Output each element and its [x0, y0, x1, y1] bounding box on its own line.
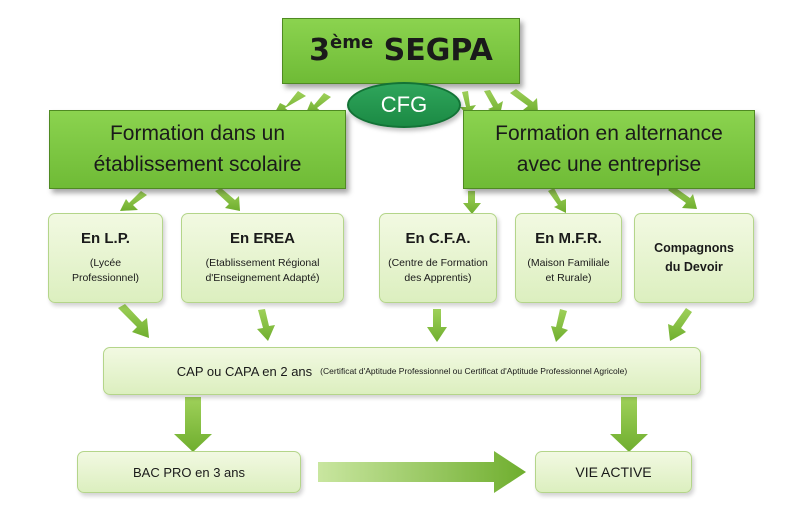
school-erea-detail-1: (Etablissement Régional	[205, 256, 320, 269]
arrow-cap-vie	[610, 397, 648, 452]
cfg-label: CFG	[380, 92, 428, 117]
school-compagnons-line1: Compagnons	[654, 241, 734, 256]
segpa-title: 3ème SEGPA	[309, 33, 493, 68]
arrow-cfa-cap	[427, 309, 447, 342]
school-cfa-heading: En C.F.A.	[405, 229, 471, 247]
vie-active-text: VIE ACTIVE	[575, 464, 652, 480]
school-compagnons-box: Compagnons du Devoir	[634, 213, 754, 303]
arrow-erea-cap	[257, 309, 275, 341]
formation-scolaire-box: Formation dans un établissement scolaire	[49, 110, 346, 189]
title-number: 3	[309, 33, 331, 68]
school-mfr-detail-1: (Maison Familiale	[527, 256, 610, 269]
arrow-cap-bac	[174, 397, 212, 452]
school-mfr-detail-2: et Rurale)	[545, 272, 592, 284]
arrow-form-right-cfa	[463, 191, 481, 214]
arrow-bac-vie	[318, 451, 526, 493]
school-cfa-box: En C.F.A. (Centre de Formation des Appren…	[379, 213, 497, 303]
arrow-top-right-1	[460, 91, 476, 116]
formation-alternance-line2: avec une entreprise	[516, 152, 702, 176]
arrow-form-left-lp	[120, 191, 147, 211]
school-mfr-box: En M.F.R. (Maison Familiale et Rurale)	[515, 213, 622, 303]
cap-detail-text: (Certificat d'Aptitude Professionnel ou …	[320, 366, 628, 376]
title-text: SEGPA	[383, 33, 493, 68]
formation-alternance-line1: Formation en alternance	[495, 122, 723, 146]
arrow-top-left-2	[306, 93, 331, 113]
cfg-ellipse: CFG	[347, 82, 461, 128]
title-superscript: ème	[330, 32, 374, 53]
arrow-top-left-1	[274, 91, 306, 114]
school-erea-heading: En EREA	[229, 229, 295, 247]
bac-pro-text: BAC PRO en 3 ans	[133, 464, 245, 480]
school-cfa-detail-1: (Centre de Formation	[388, 256, 488, 269]
bac-pro-box: BAC PRO en 3 ans	[77, 451, 301, 493]
vie-active-box: VIE ACTIVE	[535, 451, 692, 493]
school-lp-detail-1: (Lycée	[89, 256, 122, 269]
arrow-form-left-erea	[215, 188, 240, 211]
school-erea-box: En EREA (Etablissement Régional d'Enseign…	[181, 213, 344, 303]
formation-scolaire-line2: établissement scolaire	[93, 152, 302, 176]
arrow-compagnons-cap	[668, 308, 692, 341]
school-erea-detail-2: d'Enseignement Adapté)	[205, 272, 320, 284]
school-mfr-heading: En M.F.R.	[535, 229, 602, 247]
arrow-form-right-compagnons	[668, 186, 697, 209]
cap-main-text: CAP ou CAPA en 2 ans	[176, 363, 313, 379]
arrow-mfr-cap	[551, 309, 568, 342]
school-cfa-detail-2: des Apprentis)	[404, 272, 472, 284]
cap-box: CAP ou CAPA en 2 ans (Certificat d'Aptit…	[103, 347, 701, 395]
school-compagnons-line2: du Devoir	[665, 260, 723, 274]
school-lp-heading: En L.P.	[81, 229, 130, 247]
arrow-top-right-2	[484, 90, 503, 115]
arrow-lp-cap	[118, 304, 149, 338]
arrow-form-right-mfr	[548, 188, 566, 213]
formation-alternance-box: Formation en alternance avec une entrepr…	[463, 110, 755, 189]
formation-scolaire-line1: Formation dans un	[109, 122, 286, 146]
arrow-top-right-3	[510, 89, 538, 113]
school-lp-detail-2: Professionnel)	[71, 272, 140, 284]
segpa-title-box: 3ème SEGPA	[282, 18, 520, 84]
